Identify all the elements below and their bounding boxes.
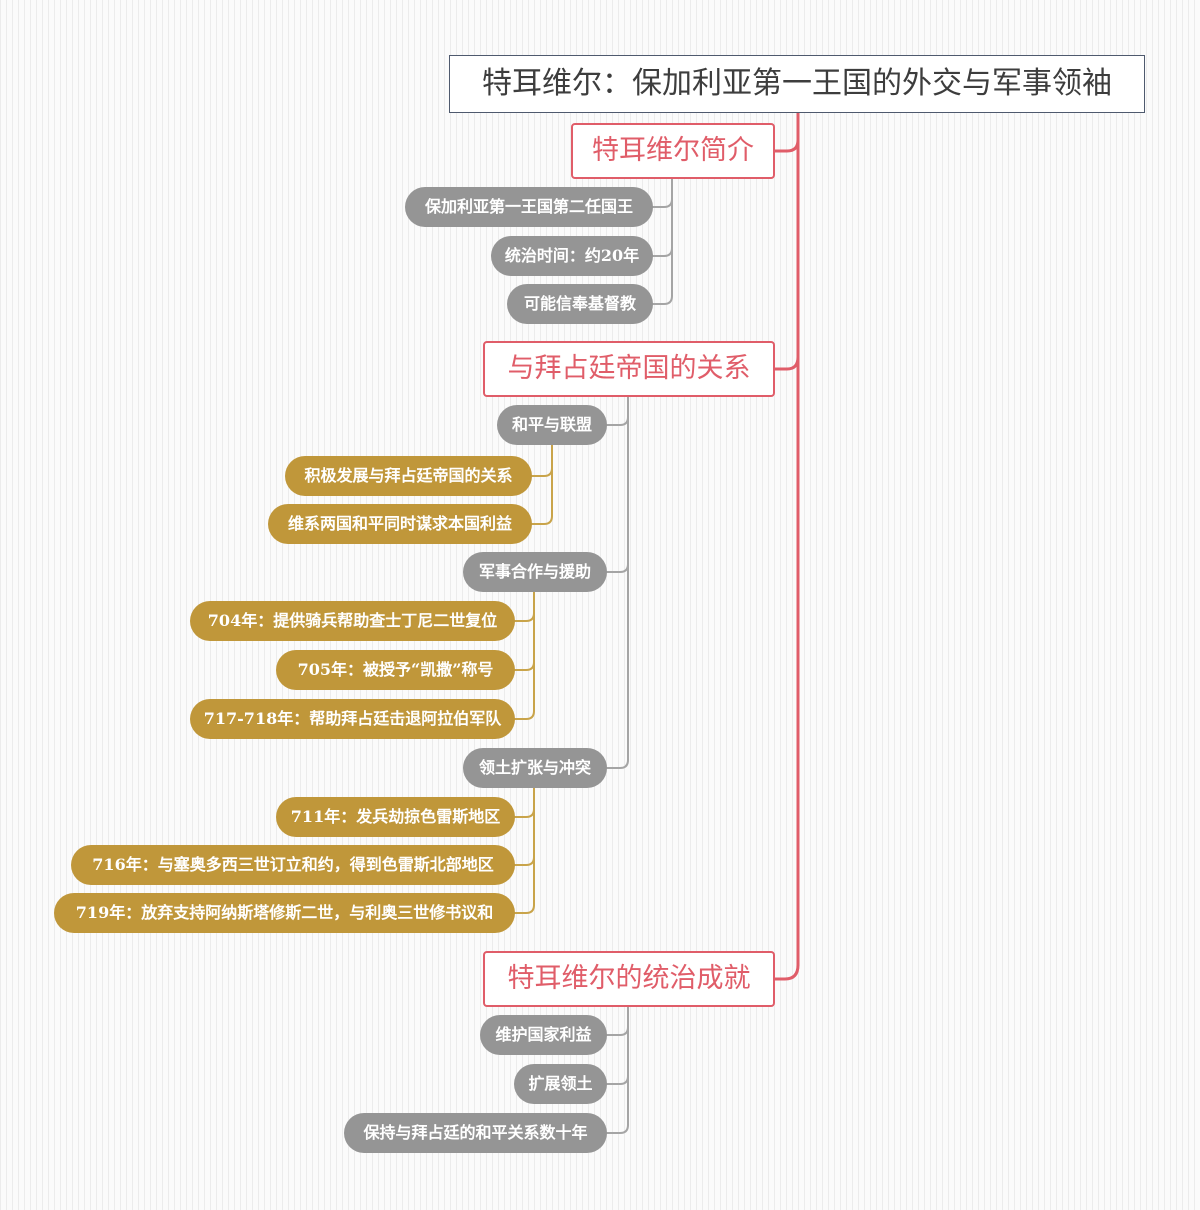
military-connector-tick-0 <box>514 612 535 622</box>
leaf-717-718-arab-defeat[interactable]: 717-718年：帮助拜占廷击退阿拉伯军队 <box>190 699 515 739</box>
topic-introduction[interactable]: 特耳维尔简介 <box>571 123 775 179</box>
military-connector-tick-1 <box>514 661 535 671</box>
leaf-704-cavalry[interactable]: 704年：提供骑兵帮助查士丁尼二世复位 <box>190 601 515 641</box>
leaf-maintain-peace[interactable]: 维系两国和平同时谋求本国利益 <box>268 504 532 544</box>
sub-topic-military-aid[interactable]: 军事合作与援助 <box>463 552 607 592</box>
topic-2-connector-tick-1 <box>606 563 629 573</box>
root-title[interactable]: 特耳维尔：保加利亚第一王国的外交与军事领袖 <box>449 55 1145 113</box>
topic-2-connector-tick-0 <box>606 416 629 426</box>
achievement-peace-decades[interactable]: 保持与拜占廷的和平关系数十年 <box>344 1113 607 1153</box>
peace-connector-tick-0 <box>531 467 553 477</box>
leaf-develop-relations[interactable]: 积极发展与拜占廷帝国的关系 <box>285 456 532 496</box>
leaf-711-thrace-raid[interactable]: 711年：发兵劫掠色雷斯地区 <box>276 797 515 837</box>
branch-topic-2 <box>773 355 800 371</box>
topic-1-connector-tick-0 <box>652 198 673 208</box>
territory-connector-tick-0 <box>514 808 535 818</box>
territory-connector-tick-2 <box>514 904 535 914</box>
topic-3-connector-tick-1 <box>606 1075 629 1085</box>
topic-achievements[interactable]: 特耳维尔的统治成就 <box>483 951 775 1007</box>
leaf-705-caesar-title[interactable]: 705年：被授予“凯撒”称号 <box>276 650 515 690</box>
achievement-national-interest[interactable]: 维护国家利益 <box>480 1015 607 1055</box>
branch-topic-1 <box>773 138 800 153</box>
intro-item-christianity[interactable]: 可能信奉基督教 <box>507 284 653 324</box>
topic-2-connector-tick-2 <box>606 759 629 769</box>
territory-connector-tick-1 <box>514 856 535 866</box>
leaf-716-treaty[interactable]: 716年：与塞奥多西三世订立和约，得到色雷斯北部地区 <box>71 845 515 885</box>
branch-topic-3 <box>773 963 800 981</box>
achievement-territory[interactable]: 扩展领土 <box>514 1064 607 1104</box>
sub-topic-peace-alliance[interactable]: 和平与联盟 <box>497 405 607 445</box>
sub-topic-territorial-expansion[interactable]: 领土扩张与冲突 <box>463 748 607 788</box>
intro-item-reign-length[interactable]: 统治时间：约20年 <box>491 236 653 276</box>
intro-item-second-king[interactable]: 保加利亚第一王国第二任国王 <box>405 187 653 227</box>
peace-connector-tick-1 <box>531 515 553 525</box>
topic-3-connector-tick-2 <box>606 1124 629 1134</box>
topic-1-connector-tick-1 <box>652 247 673 257</box>
military-connector-tick-2 <box>514 710 535 720</box>
topic-byzantine-relations[interactable]: 与拜占廷帝国的关系 <box>483 341 775 397</box>
leaf-719-peace-letter[interactable]: 719年：放弃支持阿纳斯塔修斯二世，与利奥三世修书议和 <box>54 893 515 933</box>
topic-1-connector-tick-2 <box>652 295 673 305</box>
topic-3-connector-tick-0 <box>606 1026 629 1036</box>
